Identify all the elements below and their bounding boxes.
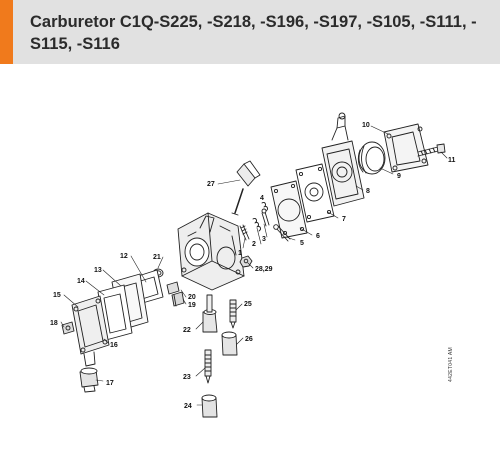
callout-6: 6 bbox=[316, 233, 320, 240]
callout-18: 18 bbox=[50, 320, 58, 327]
part-1-screw bbox=[239, 224, 250, 241]
part-24-sleeve bbox=[201, 394, 218, 418]
callout-21: 21 bbox=[153, 254, 161, 261]
callout-7: 7 bbox=[342, 216, 346, 223]
callout-16: 16 bbox=[110, 342, 118, 349]
callout-4: 4 bbox=[260, 195, 264, 202]
callout-2: 2 bbox=[252, 241, 256, 248]
page-title: Carburetor C1Q-S225, -S218, -S196, -S197… bbox=[30, 13, 477, 53]
leader-lines bbox=[60, 125, 448, 406]
part-15-cover bbox=[71, 295, 110, 367]
header-accent-stripe bbox=[0, 0, 13, 64]
part-23-jet bbox=[204, 349, 212, 384]
part-7-gasket bbox=[295, 163, 335, 223]
part-22-jet-holder bbox=[202, 294, 218, 333]
callout-17: 17 bbox=[106, 380, 114, 387]
exploded-parts-diagram: 1 2 3 4 5 6 7 8 9 10 11 12 13 14 15 16 1… bbox=[0, 64, 500, 454]
callout-1: 1 bbox=[238, 250, 242, 257]
callout-labels: 1 2 3 4 5 6 7 8 9 10 11 12 13 14 15 16 1… bbox=[50, 122, 456, 410]
part-6-diaphragm bbox=[270, 180, 308, 239]
carburetor-body bbox=[177, 212, 245, 291]
document-number: 442ET041 AM bbox=[448, 347, 454, 382]
part-20-fitting bbox=[166, 281, 180, 295]
callout-15: 15 bbox=[53, 292, 61, 299]
part-18-fitting bbox=[61, 321, 75, 335]
part-9-bellow bbox=[357, 141, 386, 175]
callout-13: 13 bbox=[94, 267, 102, 274]
part-11-screw bbox=[417, 143, 446, 157]
callout-8: 8 bbox=[366, 188, 370, 195]
callout-11: 11 bbox=[448, 157, 456, 164]
callout-19: 19 bbox=[188, 302, 196, 309]
part-10-flange bbox=[383, 123, 429, 173]
callout-5: 5 bbox=[300, 240, 304, 247]
callout-10: 10 bbox=[362, 122, 370, 129]
callout-3: 3 bbox=[262, 236, 266, 243]
callout-24: 24 bbox=[184, 403, 192, 410]
callout-28-29: 28,29 bbox=[255, 266, 273, 273]
part-17-primer bbox=[79, 367, 99, 393]
callout-26: 26 bbox=[245, 336, 253, 343]
part-26-bushing bbox=[221, 331, 238, 356]
header-bar: Carburetor C1Q-S225, -S218, -S196, -S197… bbox=[0, 0, 500, 64]
part-3-screw bbox=[261, 208, 270, 227]
part-25-nozzle bbox=[229, 299, 237, 329]
part-2-spring bbox=[252, 218, 261, 232]
callout-9: 9 bbox=[397, 173, 401, 180]
part-5-pin bbox=[273, 224, 291, 242]
part-19-fitting bbox=[171, 291, 185, 307]
callout-20: 20 bbox=[188, 294, 196, 301]
parts-drawing: 1 2 3 4 5 6 7 8 9 10 11 12 13 14 15 16 1… bbox=[50, 112, 456, 418]
part-4-spring bbox=[261, 202, 268, 212]
callout-14: 14 bbox=[77, 278, 85, 285]
callout-25: 25 bbox=[244, 301, 252, 308]
callout-22: 22 bbox=[183, 327, 191, 334]
part-8-pump-housing bbox=[321, 112, 365, 207]
callout-12: 12 bbox=[120, 253, 128, 260]
callout-23: 23 bbox=[183, 374, 191, 381]
part-27-throttle-lever bbox=[231, 160, 261, 216]
callout-27: 27 bbox=[207, 181, 215, 188]
